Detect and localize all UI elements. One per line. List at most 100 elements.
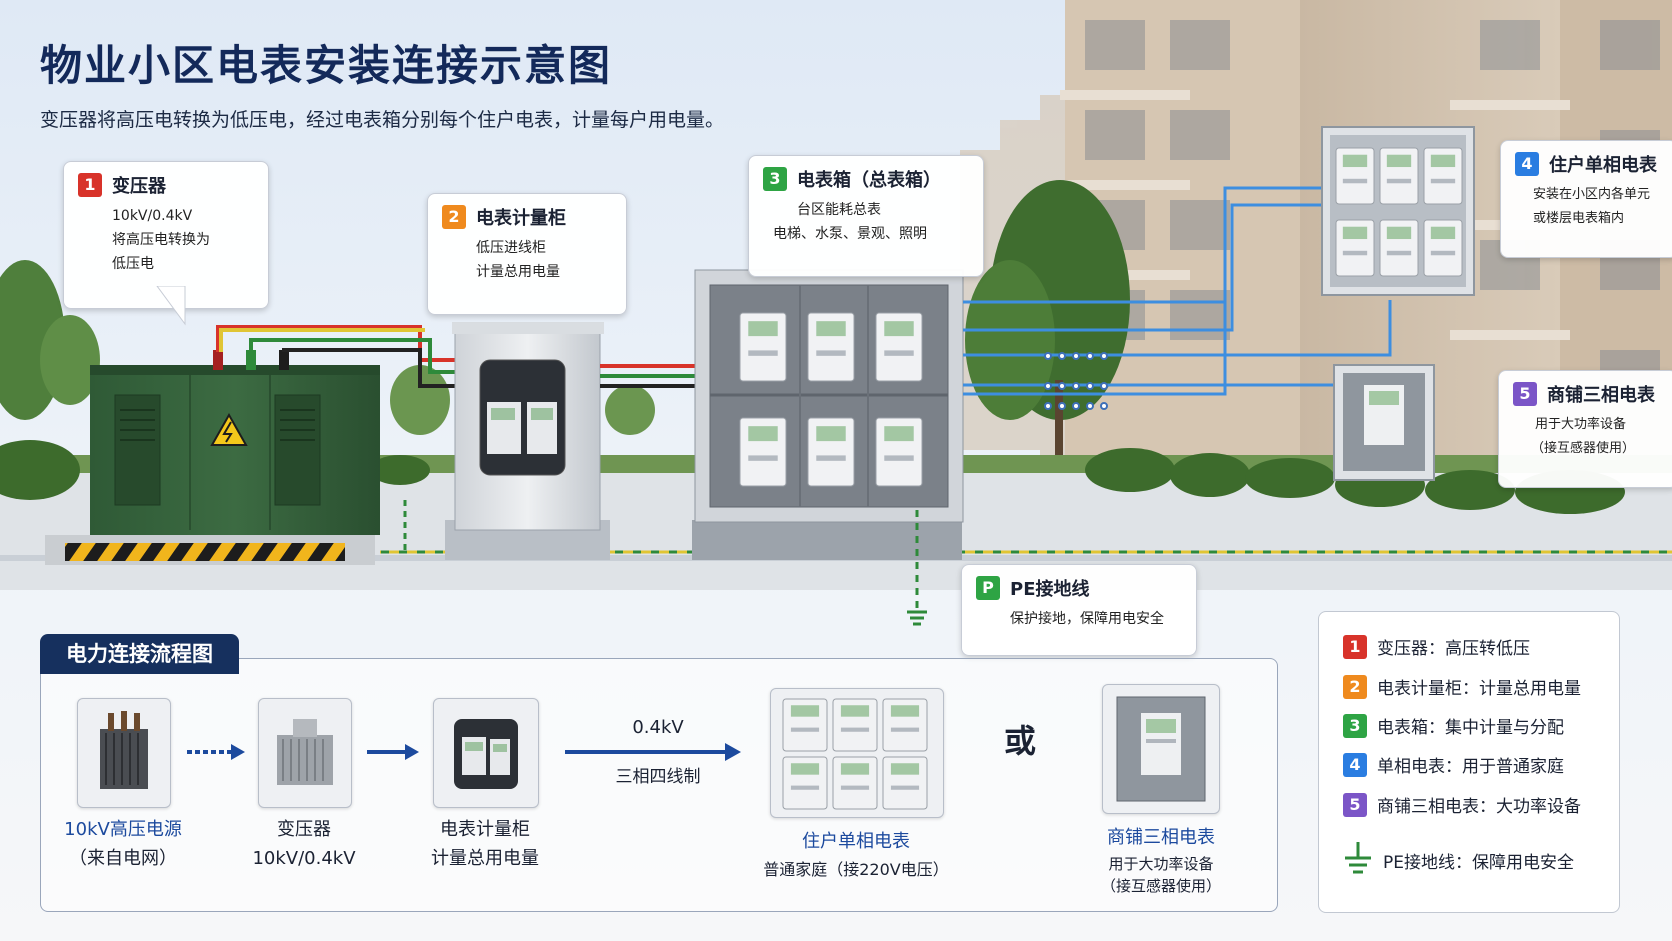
meter-icon (1335, 219, 1375, 277)
trees-right (965, 180, 1130, 470)
meter-icon (782, 698, 828, 752)
callout-line: 10kV/0.4kV (112, 208, 193, 224)
shop-meter-icon (1116, 696, 1206, 802)
dashed-arrow-icon (187, 744, 245, 760)
wires-to-meter-box (600, 364, 698, 388)
resident-sublabel: 普通家庭（接220V电压） (763, 860, 949, 879)
callout-line: 计量总用电量 (476, 264, 560, 280)
meter-icon (832, 698, 878, 752)
badge-5: 5 (1513, 382, 1537, 406)
meter-icon (882, 756, 928, 810)
wire-terminals (1044, 352, 1108, 410)
long-arrow-icon (565, 743, 741, 761)
legend-badge: 1 (1343, 634, 1367, 659)
callout-line: 台区能耗总表 (797, 202, 881, 218)
legend-item: 5 商铺三相电表：大功率设备 (1343, 792, 1581, 817)
callout-line: 保护接地，保障用电安全 (1010, 611, 1164, 627)
wire-type-label: 三相四线制 (615, 767, 701, 787)
callout-title: PE接地线 (1010, 579, 1090, 600)
meter-icon (875, 312, 923, 382)
badge-1: 1 (78, 173, 102, 197)
arrow-right-icon (367, 744, 419, 760)
callout-line: 电梯、水泵、景观、照明 (773, 226, 927, 242)
pe-ground-wire (907, 510, 927, 626)
central-meters (739, 312, 923, 487)
badge-4: 4 (1515, 152, 1539, 176)
callout-title: 变压器 (112, 176, 166, 197)
shop-meter-box (1333, 364, 1435, 481)
callout-title: 住户单相电表 (1549, 155, 1657, 176)
resident-meters-icon (782, 698, 928, 810)
callout-meter-box: 3 电表箱（总表箱） 台区能耗总表 电梯、水泵、景观、照明 (748, 155, 984, 277)
callout-pointer (156, 286, 186, 326)
shop-meter-image (1102, 684, 1220, 814)
flow-panel (40, 658, 1278, 912)
shop-sublabel-1: 用于大功率设备 (1108, 855, 1214, 873)
callout-line: 将高压电转换为 (112, 232, 210, 248)
callout-line: 低压电 (112, 256, 154, 272)
legend-text: 变压器：高压转低压 (1377, 639, 1530, 659)
callout-resident-meter: 4 住户单相电表 安装在小区内各单元 或楼层电表箱内 (1500, 140, 1672, 258)
legend-item-pe: PE接地线：保障用电安全 (1343, 840, 1574, 880)
meter-icon (875, 417, 923, 487)
legend-text: PE接地线：保障用电安全 (1383, 852, 1574, 873)
transformer-box (45, 350, 380, 565)
callout-title: 电表计量柜 (476, 208, 566, 229)
resident-label: 住户单相电表 (802, 831, 910, 852)
trees-left (0, 260, 655, 435)
shop-label: 商铺三相电表 (1107, 827, 1215, 848)
hv-transformer-icon (100, 711, 148, 789)
meter-icon (832, 756, 878, 810)
legend-badge: 5 (1343, 792, 1367, 817)
callout-line: （接互感器使用） (1531, 441, 1636, 456)
transformer-sublabel: 10kV/0.4kV (252, 848, 356, 869)
transformer-icon (277, 719, 333, 785)
callout-line: 安装在小区内各单元 (1533, 187, 1651, 202)
voltage-label: 0.4kV (632, 717, 684, 738)
or-label: 或 (1003, 722, 1036, 760)
page-title: 物业小区电表安装连接示意图 (40, 41, 613, 90)
shop-sublabel-2: （接互感器使用） (1100, 877, 1221, 895)
meter-icon (1379, 219, 1419, 277)
legend-badge: 3 (1343, 713, 1367, 738)
transformer-label: 变压器 (277, 819, 331, 840)
legend-text: 商铺三相电表：大功率设备 (1377, 797, 1581, 817)
callout-line: 或楼层电表箱内 (1533, 211, 1625, 226)
resident-meters-image (770, 688, 944, 818)
meter-cabinet-icon (454, 719, 518, 789)
meter-icon (782, 756, 828, 810)
callout-title: 电表箱（总表箱） (797, 170, 941, 191)
callout-line: 低压进线柜 (476, 240, 546, 256)
callout-line: 用于大功率设备 (1535, 417, 1627, 432)
meter-icon (1379, 147, 1419, 205)
legend-badge: 2 (1343, 674, 1367, 699)
resident-meters (1335, 147, 1463, 277)
meter-icon (739, 417, 787, 487)
legend-item: 3 电表箱：集中计量与分配 (1343, 713, 1564, 738)
meter-cabinet (445, 322, 610, 560)
cabinet-label: 电表计量柜 (440, 819, 530, 840)
wires-to-cabinet (216, 325, 455, 388)
badge-3: 3 (763, 167, 787, 191)
cabinet-image (433, 698, 539, 808)
legend-text: 单相电表：用于普通家庭 (1377, 757, 1564, 777)
source-label: 10kV高压电源 (64, 819, 182, 840)
badge-p: P (976, 576, 1000, 600)
legend-text: 电表箱：集中计量与分配 (1377, 718, 1564, 738)
source-sublabel: （来自电网） (69, 848, 177, 869)
legend-badge: 4 (1343, 752, 1367, 777)
meter-icon (1423, 147, 1463, 205)
flow-panel-title: 电力连接流程图 (40, 634, 239, 674)
meter-icon (1423, 219, 1463, 277)
meter-icon (739, 312, 787, 382)
page-subtitle: 变压器将高压电转换为低压电，经过电表箱分别每个住户电表，计量每户用电量。 (40, 109, 725, 131)
legend-item: 4 单相电表：用于普通家庭 (1343, 752, 1564, 777)
source-image (77, 698, 171, 808)
legend-item: 1 变压器：高压转低压 (1343, 634, 1530, 659)
cabinet-sublabel: 计量总用电量 (431, 848, 539, 869)
transformer-image (258, 698, 352, 808)
